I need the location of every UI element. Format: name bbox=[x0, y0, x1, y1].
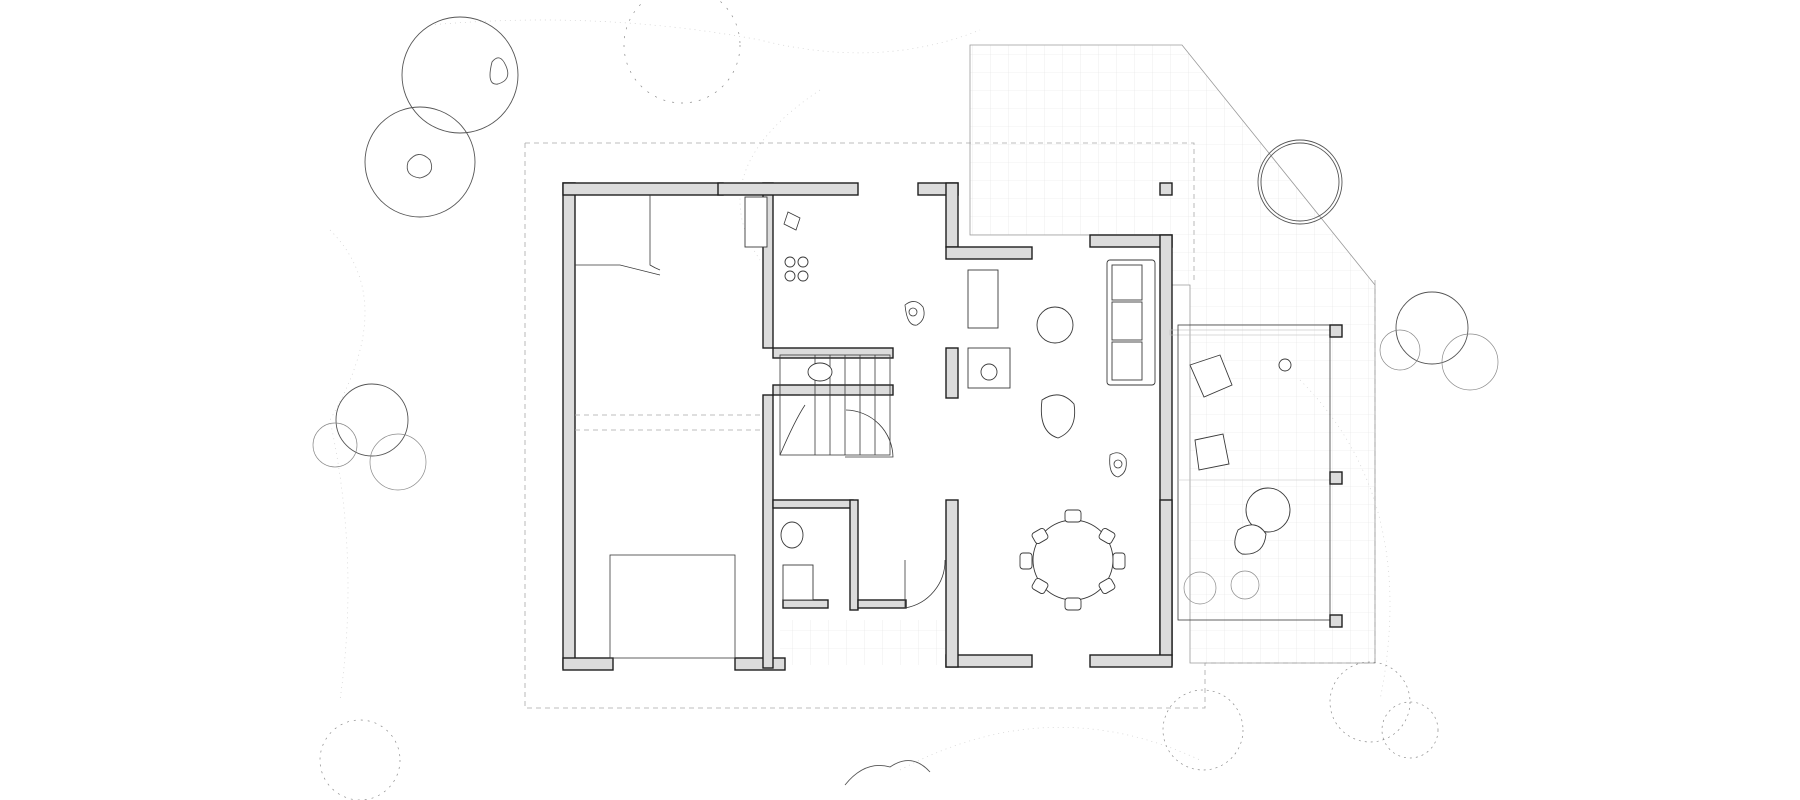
cabinet bbox=[967, 269, 999, 329]
plant-icon bbox=[1183, 571, 1217, 605]
armchair-icon bbox=[1189, 354, 1233, 398]
shrub-icon bbox=[319, 0, 1439, 800]
dining-table-icon bbox=[1019, 509, 1126, 611]
hall-paving bbox=[780, 620, 955, 665]
person-icon bbox=[783, 211, 801, 231]
person-icon bbox=[1109, 452, 1127, 478]
person-icon bbox=[904, 301, 925, 326]
hob-icon bbox=[784, 256, 796, 268]
armchair-icon bbox=[1194, 433, 1230, 471]
door-swing-icon bbox=[904, 559, 946, 609]
tree-icon bbox=[1379, 291, 1499, 391]
sink-icon bbox=[744, 196, 768, 248]
furniture bbox=[967, 259, 1343, 628]
tree-icon bbox=[401, 16, 519, 134]
tree-icon bbox=[312, 383, 427, 491]
armchair-icon bbox=[1040, 394, 1076, 439]
toilet-icon bbox=[807, 362, 833, 382]
round-table bbox=[1245, 487, 1291, 533]
fixtures bbox=[744, 196, 1011, 601]
people bbox=[783, 211, 1127, 478]
side-table bbox=[1036, 306, 1074, 344]
plant-icon bbox=[1230, 570, 1260, 600]
tree-icon bbox=[1257, 139, 1343, 225]
terrace-post bbox=[1159, 182, 1173, 196]
tree-icon bbox=[364, 106, 476, 218]
stair-icon bbox=[779, 354, 891, 456]
door-swing-icon bbox=[845, 409, 894, 458]
trees bbox=[312, 0, 1499, 800]
door-swing-icon bbox=[649, 195, 661, 271]
walls bbox=[562, 182, 1173, 671]
